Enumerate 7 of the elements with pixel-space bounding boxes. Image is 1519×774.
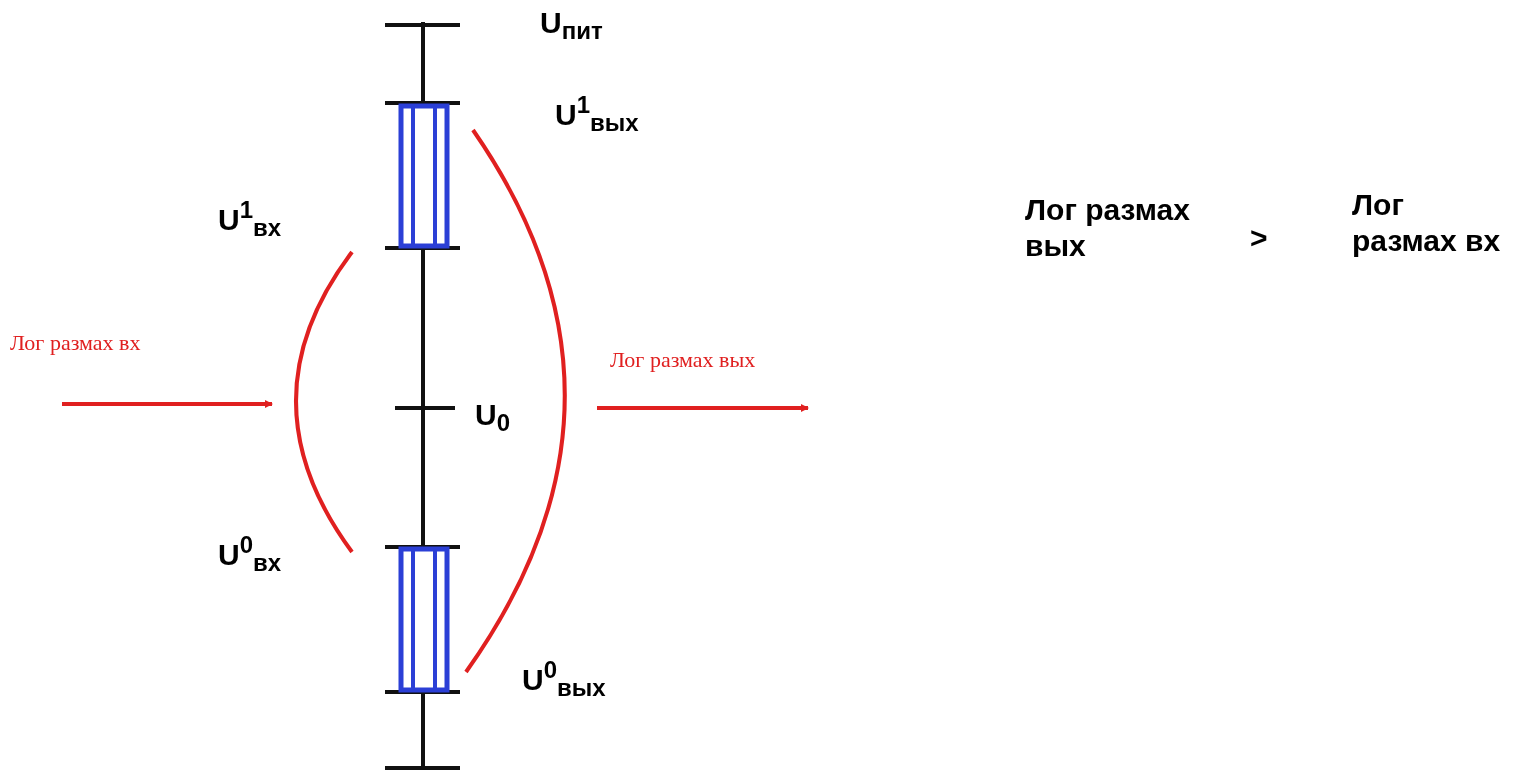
range-label: Лог размах вх	[10, 329, 141, 357]
comparison-text: Лог размах вх	[1352, 187, 1502, 259]
comparison-text: >	[1250, 220, 1268, 256]
range-label: Лог размах вых	[610, 346, 756, 374]
comparison-text: Лог размах вых	[1025, 192, 1191, 264]
voltage-label: U$_{пит}$	[540, 8, 603, 38]
voltage-label: U$_{0}$	[475, 400, 511, 430]
